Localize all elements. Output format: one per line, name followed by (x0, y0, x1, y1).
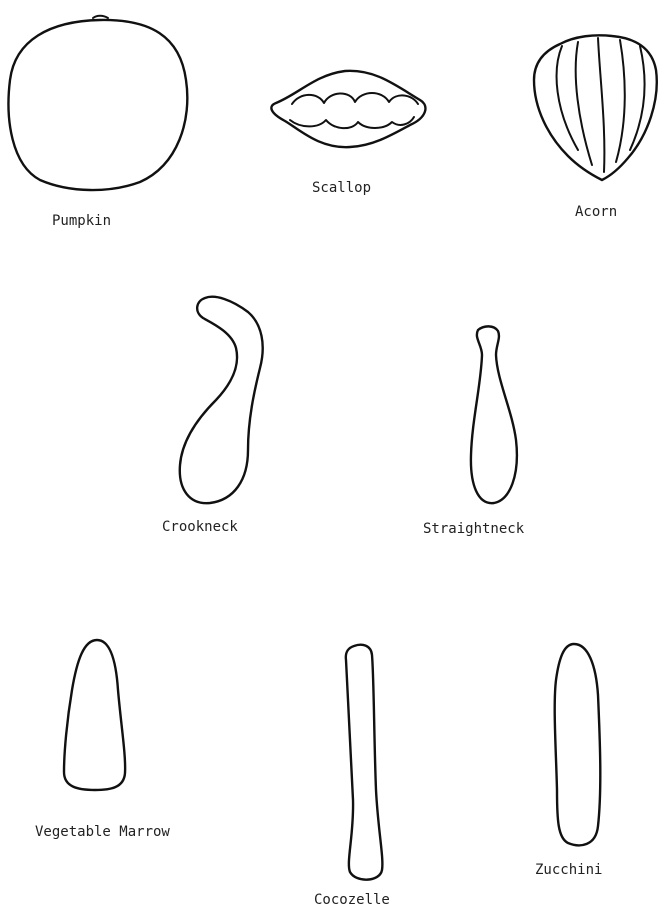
scallop-ridge-bottom (290, 117, 414, 128)
acorn-rib-1 (557, 46, 578, 150)
zucchini-label: Zucchini (535, 862, 602, 878)
acorn-outline (534, 35, 657, 180)
pumpkin-drawing (9, 16, 188, 190)
pumpkin-stem (93, 16, 108, 18)
acorn-label: Acorn (575, 204, 617, 220)
scallop-drawing (271, 71, 425, 147)
crookneck-label: Crookneck (162, 519, 238, 535)
straightneck-outline (471, 326, 517, 503)
acorn-rib-3 (598, 38, 604, 172)
zucchini-drawing (555, 644, 601, 845)
cocozelle-drawing (346, 645, 383, 880)
acorn-rib-4 (616, 40, 625, 162)
crookneck-drawing (180, 297, 263, 503)
scallop-ridge-top (292, 93, 418, 104)
cocozelle-outline (346, 645, 383, 880)
zucchini-outline (555, 644, 601, 845)
vegetable-marrow-label: Vegetable Marrow (35, 824, 170, 840)
straightneck-label: Straightneck (423, 521, 524, 537)
vegetable-marrow-outline (64, 640, 125, 790)
acorn-drawing (534, 35, 657, 180)
pumpkin-outline (9, 20, 188, 190)
acorn-rib-2 (576, 42, 592, 165)
scallop-label: Scallop (312, 180, 371, 196)
pumpkin-label: Pumpkin (52, 213, 111, 229)
vegetable-marrow-drawing (64, 640, 125, 790)
straightneck-drawing (471, 326, 517, 503)
crookneck-outline (180, 297, 263, 503)
acorn-rib-5 (630, 46, 645, 150)
scallop-outline (271, 71, 425, 147)
cocozelle-label: Cocozelle (314, 892, 390, 908)
